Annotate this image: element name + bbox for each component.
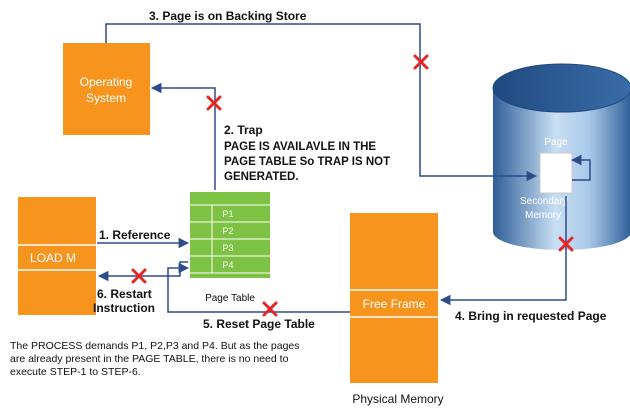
cross-icon: [262, 301, 278, 317]
step6-line1: 6. Restart: [97, 287, 152, 301]
crosses: [131, 54, 574, 317]
page-table-entry-p4: P4: [222, 260, 233, 270]
free-frame-label: Free Frame: [363, 297, 426, 311]
operating-system-box: Operating System: [63, 43, 150, 135]
arrows: [97, 23, 567, 313]
note-text: The PROCESS demands P1, P2,P3 and P4. Bu…: [10, 340, 300, 378]
secondary-memory-label-line1: Secondary: [520, 196, 568, 207]
arrow-trap: [150, 82, 216, 190]
physical-memory-caption: Physical Memory: [352, 392, 443, 406]
cross-icon: [558, 236, 574, 252]
page-table: P1 P2 P3 P4 Page Table: [190, 192, 270, 304]
page-table-entry-p1: P1: [222, 209, 233, 219]
arrow-reset-page-table: [167, 262, 350, 313]
page-table-entry-p2: P2: [222, 226, 233, 236]
os-label-line2: System: [86, 91, 126, 105]
arrow-backing-store: [105, 23, 538, 182]
step3-label: 3. Page is on Backing Store: [149, 9, 307, 23]
secondary-memory-label-line2: Memory: [525, 210, 561, 221]
secondary-memory-cylinder: Page Secondary Memory: [492, 63, 630, 250]
page-table-entry-p3: P3: [222, 243, 233, 253]
step4-label: 4. Bring in requested Page: [455, 309, 607, 323]
physical-memory: Free Frame Physical Memory: [350, 213, 444, 406]
cross-icon: [206, 95, 222, 111]
load-m-label: LOAD M: [30, 251, 76, 265]
step2-line3: GENERATED.: [224, 171, 299, 183]
step6-line2: Instruction: [93, 301, 155, 315]
step2-line2: PAGE TABLE So TRAP IS NOT: [224, 156, 390, 168]
step2-title: 2. Trap: [224, 123, 263, 137]
cross-icon: [131, 268, 147, 284]
cross-icon: [413, 54, 429, 70]
step1-label: 1. Reference: [99, 228, 171, 242]
process-box: LOAD M: [18, 197, 96, 315]
arrow-bring-in-page: [439, 196, 567, 306]
os-label-line1: Operating: [80, 75, 133, 89]
step5-label: 5. Reset Page Table: [203, 317, 315, 331]
arrow-restart-instruction: [97, 261, 188, 282]
page-table-caption: Page Table: [205, 293, 255, 304]
page-label: Page: [544, 137, 568, 148]
page-block: [539, 152, 573, 194]
step2-line1: PAGE IS AVAILAVLE IN THE: [224, 141, 376, 153]
